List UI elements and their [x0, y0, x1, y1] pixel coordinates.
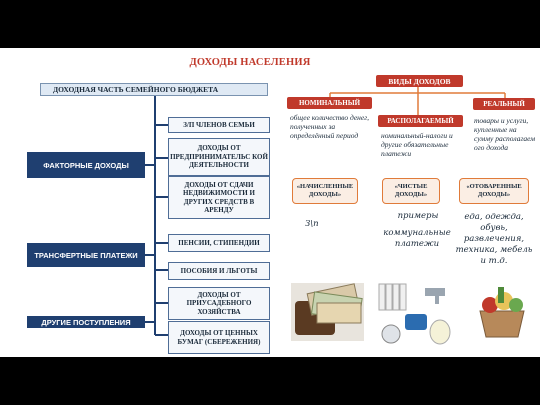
nominal-income-label: НОМИНАЛЬНЫЙ [287, 97, 372, 109]
disposable-example: коммунальные платежи [383, 228, 451, 249]
nominal-example: З\п [305, 219, 319, 229]
source-business: ДОХОДЫ ОТ ПРЕДПРИНИМАТЕЛЬС КОЙ ДЕЯТЕЛЬНО… [168, 138, 270, 176]
shopping-basket-photo [474, 283, 530, 341]
page-title: ДОХОДЫ НАСЕЛЕНИЯ [189, 57, 311, 68]
budget-part-box: ДОХОДНАЯ ЧАСТЬ СЕМЕЙНОГО БЮДЖЕТА [40, 83, 268, 96]
transfer-payments-box: ТРАНСФЕРТНЫЕ ПЛАТЕЖИ [27, 243, 145, 267]
other-receipts-box: ДРУГИЕ ПОСТУПЛЕНИЯ [27, 316, 145, 328]
source-wages: З/П ЧЛЕНОВ СЕМЬИ [168, 117, 270, 133]
source-pensions: ПЕНСИИ, СТИПЕНДИИ [168, 234, 270, 252]
income-types-header: ВИДЫ ДОХОДОВ [376, 75, 463, 87]
source-rent: ДОХОДЫ ОТ СДАЧИ НЕДВИЖИМОСТИ И ДРУГИХ СР… [168, 176, 270, 219]
disposable-example-heading: примеры [397, 211, 439, 221]
disposable-income-label: РАСПОЛАГАЕМЫЙ [378, 115, 463, 127]
source-household: ДОХОДЫ ОТ ПРИУСАДЕБНОГО ХОЗЯЙСТВА [168, 287, 270, 320]
top-black-bar [0, 0, 540, 48]
disposable-description: номинальный-налоги и другие обязательные… [381, 131, 453, 158]
real-tag: «ОТОВАРЕННЫЕ ДОХОДЫ» [459, 178, 529, 204]
factor-income-box: ФАКТОРНЫЕ ДОХОДЫ [27, 152, 145, 178]
disposable-tag: «ЧИСТЫЕ ДОХОДЫ» [382, 178, 440, 204]
bottom-black-bar [0, 357, 540, 405]
nominal-tag: «НАЧИСЛЕННЫЕ ДОХОДЫ» [292, 178, 358, 204]
money-photo [291, 283, 364, 341]
source-securities: ДОХОДЫ ОТ ЦЕННЫХ БУМАГ (СБЕРЕЖЕНИЯ) [168, 321, 270, 354]
real-income-label: РЕАЛЬНЫЙ [473, 98, 535, 110]
real-example: еда, одежда, обувь, развлечения, техника… [455, 212, 533, 266]
source-benefits: ПОСОБИЯ И ЛЬГОТЫ [168, 262, 270, 280]
nominal-description: общее количество денег, полученных за оп… [290, 113, 370, 140]
real-description: товары и услуги, купленные на сумму расп… [474, 116, 536, 152]
utilities-photo [375, 278, 460, 348]
